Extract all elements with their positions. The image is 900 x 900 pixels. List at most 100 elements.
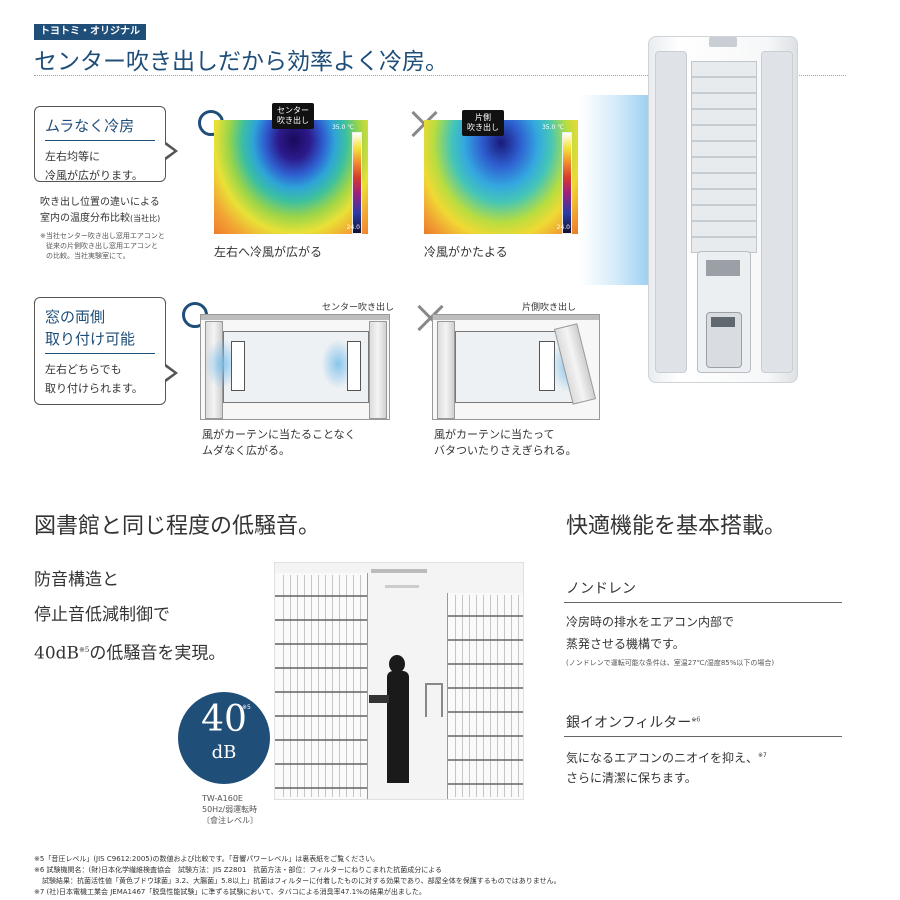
callout-pointer-inner-2 [164, 366, 174, 380]
remote-control-image [706, 312, 742, 368]
person-book [369, 695, 389, 703]
footnote-5: ※5「音圧レベル」(JIS C9612:2005)の数値および比較です。「音響パ… [34, 855, 380, 863]
curtain-rod [201, 315, 389, 320]
ac-louver-right [761, 51, 793, 373]
main-heading: センター吹き出しだから効率よく冷房。 [34, 49, 448, 75]
scale-top-label: 35.0 ℃ [331, 124, 354, 131]
scale-top-label-2: 35.0 ℃ [541, 124, 564, 131]
temperature-scale [352, 132, 362, 234]
feature-nondrain-body-1: 冷房時の排水をエアコン内部で [566, 615, 735, 629]
remote-screen [711, 317, 735, 327]
ac-control-panel [697, 251, 751, 373]
feature-silver-ion-title: 銀イオンフィルター※6 [566, 712, 700, 732]
room-good-label: センター吹き出し [322, 303, 395, 313]
badge-value: 40 [201, 699, 247, 740]
books-right [449, 595, 521, 797]
ac-top-vent [709, 37, 737, 47]
feature-silver-ion-body-note: ※7 [758, 752, 767, 759]
bookshelf-left [275, 573, 368, 799]
badge-note: ※5 [242, 704, 251, 711]
ac-center-vent [691, 61, 757, 253]
callout-pointer-inner [164, 144, 174, 158]
room-good-caption-2: ムダなく広がる。 [202, 444, 290, 457]
noise-badge: 40 ※5 dB [178, 692, 270, 784]
callout-body-1: 左右均等に [45, 150, 100, 163]
library-illustration [274, 562, 524, 800]
compare-line-2: 室内の温度分布比較(当社比) [40, 211, 160, 226]
air-conditioner-image [648, 36, 798, 383]
room-bad-caption-1: 風がカーテンに当たって [434, 428, 555, 441]
noise-line-3-rest: の低騒音を実現。 [89, 643, 226, 664]
badge-model: TW-A160E [202, 794, 243, 803]
feature-silver-ion-body-1: 気になるエアコンのニオイを抑え、※7 [566, 746, 767, 768]
cold-air-illustration [580, 95, 652, 285]
room-side-illustration [432, 314, 600, 420]
room-bad-label: 片側吹き出し [522, 303, 577, 313]
person-silhouette [369, 655, 411, 785]
person-torso [387, 671, 409, 721]
noise-line-3: 40dB※5の低騒音を実現。 [34, 635, 225, 669]
room-center-illustration [200, 314, 390, 420]
books-left [277, 575, 363, 797]
compare-note-2: 従来の片側吹き出し窓用エアコンと [46, 242, 158, 250]
ceiling-light-2 [385, 585, 419, 588]
room-bad-caption-2: バタついたりさえぎられる。 [434, 444, 577, 457]
noise-value: 40dB [34, 643, 80, 664]
feature-silver-ion-rule [564, 736, 842, 737]
feature-silver-ion-note: ※6 [691, 716, 701, 724]
callout-even-cooling: ムラなく冷房 左右均等に 冷風が広がります。 [34, 106, 166, 182]
scale-bottom-label: 24.0 [346, 224, 360, 231]
center-outlet-tag-2: 吹き出し [277, 116, 309, 125]
side-outlet-tag: 片側 吹き出し [462, 110, 504, 136]
feature-silver-ion-title-text: 銀イオンフィルター [566, 715, 692, 731]
curtain-right [369, 321, 387, 419]
ceiling-light [371, 569, 427, 573]
feature-nondrain-body-2: 蒸発させる機構です。 [566, 637, 685, 651]
person-head [389, 655, 405, 673]
feature-silver-ion-body-2: さらに清潔に保ちます。 [566, 771, 697, 785]
curtain-left-2 [437, 321, 455, 419]
callout-body-2: 冷風が広がります。 [45, 169, 143, 182]
badge-condition: 50Hz/弱運転時 [202, 805, 258, 814]
feature-nondrain-rule [564, 602, 842, 603]
ac-display [706, 260, 740, 276]
noise-heading: 図書館と同じ程度の低騒音。 [34, 514, 321, 539]
room-good-caption-1: 風がカーテンに当たることなく [202, 428, 356, 441]
ac-louver-left [655, 51, 687, 373]
noise-line-2: 停止音低減制御で [34, 605, 170, 625]
callout-title: ムラなく冷房 [45, 117, 135, 135]
footnote-6: ※6 試験機関名：(財)日本化学繊維検査協会 試験方法：JIS Z2801 抗菌… [34, 866, 443, 874]
feature-silver-ion-body-1-text: 気になるエアコンのニオイを抑え、 [566, 751, 759, 765]
feature-nondrain-title: ノンドレン [566, 581, 636, 597]
ac-unit-left [231, 341, 245, 391]
badge-level: 〔會注レベル〕 [202, 816, 258, 825]
features-heading: 快適機能を基本搭載。 [566, 514, 787, 539]
heading-divider [34, 75, 846, 76]
person-legs [387, 719, 409, 783]
side-outlet-tag-2: 吹き出し [467, 123, 499, 132]
temperature-scale-2 [562, 132, 572, 234]
callout-title-1: 窓の両側 [45, 308, 106, 326]
chair [425, 683, 443, 717]
callout-title-underline [45, 140, 155, 141]
scale-bottom-label-2: 24.0 [556, 224, 570, 231]
badge-unit: dB [211, 742, 237, 763]
center-outlet-tag-1: センター [277, 106, 309, 115]
compare-note-3: の比較。当社実験室にて。 [46, 252, 130, 260]
callout-body-1b: 左右どちらでも [45, 363, 122, 376]
curtain-rod-2 [433, 315, 599, 320]
thermo-bad-caption: 冷風がかたよる [424, 245, 508, 259]
compare-note-1: ※当社センター吹き出し窓用エアコンと [40, 232, 165, 240]
noise-value-note: ※5 [79, 646, 90, 654]
callout-title-2: 取り付け可能 [45, 330, 136, 348]
feature-nondrain-note: (ノンドレンで運転可能な条件は、室温27℃/湿度85%以下の場合) [566, 659, 775, 667]
callout-title-underline-2 [45, 353, 155, 354]
center-outlet-tag: センター 吹き出し [272, 103, 314, 129]
ac-unit-right [347, 341, 361, 391]
callout-body-2b: 取り付けられます。 [45, 382, 143, 395]
callout-both-sides: 窓の両側 取り付け可能 左右どちらでも 取り付けられます。 [34, 297, 166, 405]
compare-line-2-text: 室内の温度分布比較 [40, 213, 130, 224]
footnote-6b: 試験結果：抗菌活性値「黄色ブドウ球菌」3.2、大腸菌」5.8以上」抗菌はフィルタ… [42, 877, 561, 885]
compare-line-1: 吹き出し位置の違いによる [40, 197, 160, 208]
side-outlet-tag-1: 片側 [475, 113, 491, 122]
